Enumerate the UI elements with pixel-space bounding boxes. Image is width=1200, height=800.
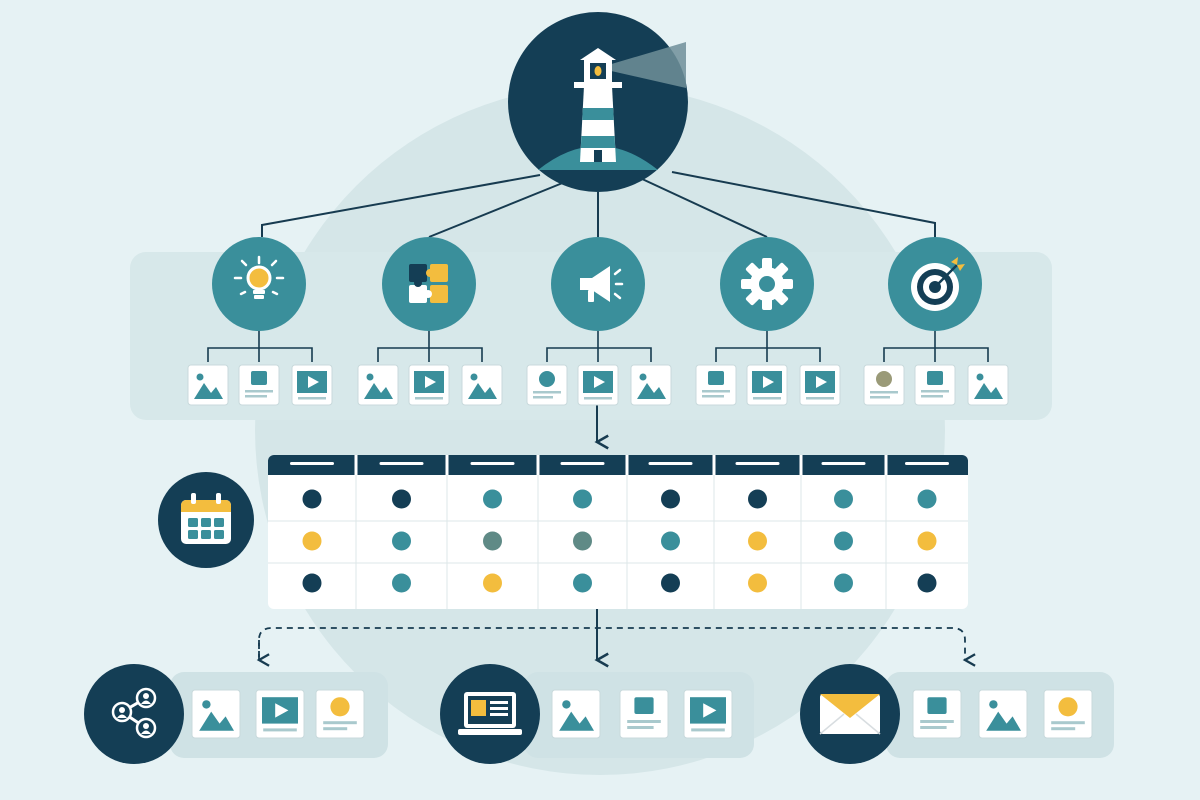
- pillar-bracket: [377, 331, 483, 362]
- pillar-node: [551, 237, 645, 331]
- laptop-icon: [458, 692, 522, 735]
- puzzle-icon: [409, 264, 448, 303]
- calendar-dot: [483, 489, 502, 509]
- image-card-icon: [630, 364, 672, 406]
- calendar-dot: [917, 531, 937, 551]
- envelope-icon: [819, 694, 881, 735]
- calendar-dot: [302, 531, 322, 551]
- share-network-icon: [111, 687, 157, 739]
- video-card-icon: [683, 689, 733, 739]
- channel-circle: [84, 664, 184, 764]
- calendar-column-header: [821, 462, 866, 465]
- calendar-dot: [483, 531, 502, 551]
- connector-line: [261, 174, 541, 237]
- calendar-dot: [834, 531, 853, 551]
- calendar-column-header: [648, 462, 693, 465]
- video-card-icon: [408, 364, 450, 406]
- text-card-icon: [912, 689, 962, 739]
- pillar-bracket: [715, 331, 821, 362]
- calendar-node: [158, 472, 254, 568]
- image-card-icon: [357, 364, 399, 406]
- color-legend: #143e55 #3a8f9b #f3bd3e: [0, 0, 1, 1]
- calendar-dot: [483, 573, 502, 593]
- channel-node: [84, 664, 184, 764]
- image-card-icon: [187, 364, 229, 406]
- calendar-dot: [661, 489, 680, 509]
- text-card-icon: [238, 364, 280, 406]
- calendar-dot: [573, 573, 592, 593]
- root-node: [508, 12, 688, 192]
- calendar-icon: [181, 493, 231, 544]
- lighthouse-icon: [538, 42, 686, 170]
- content-calendar: [268, 455, 968, 609]
- calendar-dot: [748, 573, 767, 593]
- pillar-node: [888, 237, 982, 331]
- channel-node: [800, 664, 900, 764]
- pillar-bracket: [883, 331, 989, 362]
- pillar-bracket: [207, 331, 313, 362]
- avatar-card-icon: [315, 689, 365, 739]
- text-card-icon: [914, 364, 956, 406]
- calendar-dot: [392, 531, 411, 551]
- text-card-icon: [695, 364, 737, 406]
- calendar-dot: [917, 489, 937, 509]
- text-card-icon: [619, 689, 669, 739]
- video-card-icon: [255, 689, 305, 739]
- lightbulb-icon: [233, 255, 285, 299]
- video-card-icon: [799, 364, 841, 406]
- calendar-column-header: [905, 462, 949, 465]
- calendar-dot: [917, 573, 937, 593]
- calendar-dot: [573, 531, 592, 551]
- pillar-node: [720, 237, 814, 331]
- calendar-dot: [392, 489, 411, 509]
- calendar-column-header: [470, 462, 515, 465]
- calendar-dot: [748, 531, 767, 551]
- calendar-dot: [302, 489, 322, 509]
- calendar-dot: [748, 489, 767, 509]
- dashed-distribution-line: [258, 627, 976, 667]
- image-card-icon: [551, 689, 601, 739]
- connector-line: [428, 181, 566, 238]
- calendar-dot: [834, 489, 853, 509]
- image-card-icon: [967, 364, 1009, 406]
- channel-node: [440, 664, 540, 764]
- connector-line: [639, 177, 768, 238]
- calendar-dot: [661, 531, 680, 551]
- calendar-column-header: [560, 462, 605, 465]
- pillar-circle: [382, 237, 476, 331]
- video-card-icon: [291, 364, 333, 406]
- pillar-bracket: [546, 331, 652, 362]
- calendar-body: [268, 455, 968, 609]
- calendar-column-header: [735, 462, 780, 465]
- calendar-dot: [302, 573, 322, 593]
- megaphone-icon: [580, 266, 624, 302]
- avatar-card-icon: [1043, 689, 1093, 739]
- calendar-dot: [392, 573, 411, 593]
- calendar-column-header: [290, 462, 334, 465]
- avatar-card-icon: [526, 364, 568, 406]
- calendar-dot: [573, 489, 592, 509]
- calendar-dot: [661, 573, 680, 593]
- image-card-icon: [191, 689, 241, 739]
- image-card-icon: [461, 364, 503, 406]
- pillar-node: [212, 237, 306, 331]
- connector-line: [671, 171, 936, 237]
- video-card-icon: [577, 364, 619, 406]
- color-navy: #143e55: [0, 0, 1, 1]
- calendar-column-header: [379, 462, 424, 465]
- gear-icon: [741, 258, 793, 310]
- calendar-dot: [834, 573, 853, 593]
- target-icon: [911, 257, 965, 311]
- pillar-node: [382, 237, 476, 331]
- image-card-icon: [978, 689, 1028, 739]
- video-card-icon: [746, 364, 788, 406]
- avatar-card-icon: [863, 364, 905, 406]
